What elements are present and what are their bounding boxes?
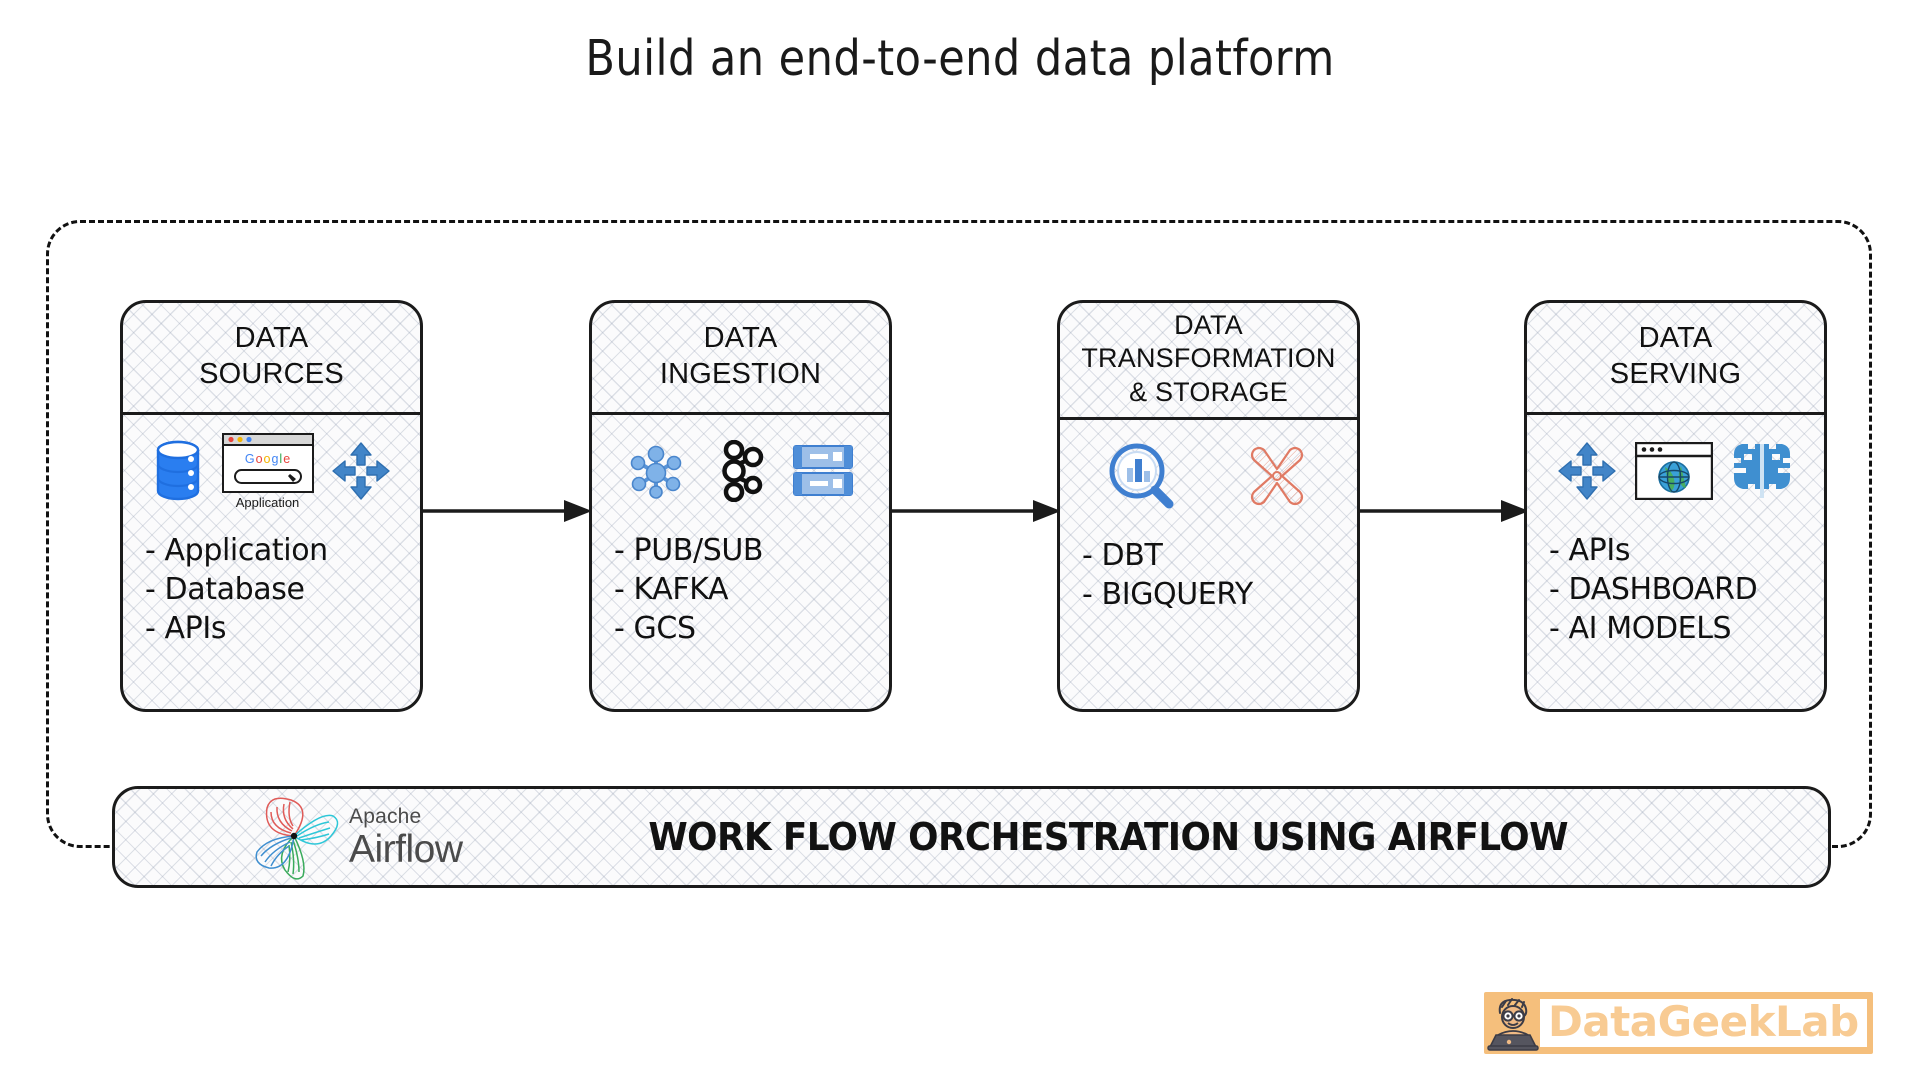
stage-header-line2: INGESTION	[659, 357, 822, 390]
stage-data-ingestion[interactable]: DATA INGESTION	[589, 300, 892, 712]
list-item: - AI MODELS	[1549, 611, 1732, 646]
watermark: DataGeekLab	[1484, 992, 1873, 1054]
airflow-brand-name: Airflow	[349, 827, 463, 871]
stage-header-data-serving: DATA SERVING	[1527, 303, 1824, 415]
kafka-icon	[709, 440, 769, 502]
stage-header-line1: DATA	[1638, 321, 1713, 354]
workflow-orchestration-bar[interactable]: Apache Airflow WORK FLOW ORCHESTRATION U…	[112, 786, 1831, 888]
list-item: - KAFKA	[614, 572, 729, 607]
bullet-list-data-transformation: - DBT - BIGQUERY	[1060, 532, 1357, 709]
list-item: - BIGQUERY	[1082, 577, 1253, 613]
four-way-arrows-icon	[331, 441, 391, 501]
bullet-list-data-serving: - APIs - DASHBOARD - AI MODELS	[1527, 527, 1824, 709]
database-icon	[152, 439, 204, 503]
gcs-server-icon	[790, 443, 856, 499]
list-item: - DBT	[1082, 538, 1163, 574]
list-item: - Application	[145, 533, 328, 568]
stage-body-data-sources: Google Application	[123, 415, 420, 709]
airflow-logo: Apache Airflow	[115, 792, 463, 882]
stage-data-sources[interactable]: DATA SOURCES	[120, 300, 423, 712]
icon-row-data-sources: Google Application	[123, 415, 420, 527]
stage-header-line2: TRANSFORMATION	[1081, 343, 1336, 374]
stage-header-line3: & STORAGE	[1129, 376, 1288, 407]
bullet-list-data-sources: - Application - Database - APIs	[123, 527, 420, 709]
page-title: Build an end-to-end data platform	[585, 30, 1335, 87]
orchestration-label: WORK FLOW ORCHESTRATION USING AIRFLOW	[647, 815, 1568, 859]
dbt-pinwheel-icon	[1244, 443, 1310, 509]
list-item: - APIs	[145, 611, 227, 646]
list-item: - GCS	[614, 611, 696, 646]
list-item: - PUB/SUB	[614, 533, 764, 568]
icon-row-data-serving	[1527, 415, 1824, 527]
arrow-connector-ingestion-to-transformation	[889, 500, 1061, 522]
application-icon-caption: Application	[235, 494, 300, 510]
bullet-list-data-ingestion: - PUB/SUB - KAFKA - GCS	[592, 527, 889, 709]
browser-globe-icon	[1634, 442, 1713, 500]
stage-data-transformation-storage[interactable]: DATA TRANSFORMATION & STORAGE	[1057, 300, 1360, 712]
icon-row-data-ingestion	[592, 415, 889, 527]
google-application-browser-icon: Google Application	[221, 432, 314, 510]
svg-text:Google: Google	[244, 452, 290, 466]
list-item: - Database	[145, 572, 305, 607]
stage-header-data-ingestion: DATA INGESTION	[592, 303, 889, 415]
watermark-text: DataGeekLab	[1540, 998, 1867, 1048]
list-item: - APIs	[1549, 533, 1631, 568]
stage-body-data-ingestion: - PUB/SUB - KAFKA - GCS	[592, 415, 889, 709]
stage-header-data-transformation: DATA TRANSFORMATION & STORAGE	[1060, 303, 1357, 421]
geek-at-laptop-icon	[1486, 995, 1540, 1051]
arrow-connector-sources-to-ingestion	[420, 500, 592, 522]
four-way-arrows-icon	[1557, 441, 1617, 501]
arrow-connector-transformation-to-serving	[1357, 500, 1529, 522]
airflow-brand-apache: Apache	[349, 804, 422, 828]
stage-header-line1: DATA	[703, 321, 778, 354]
stage-header-line2: SOURCES	[199, 357, 344, 390]
stage-header-data-sources: DATA SOURCES	[123, 303, 420, 415]
icon-row-data-transformation	[1060, 420, 1357, 532]
bigquery-magnifier-icon	[1107, 442, 1175, 510]
stage-header-line1: DATA	[1174, 310, 1243, 340]
stage-header-line1: DATA	[234, 321, 309, 354]
stage-body-data-transformation: - DBT - BIGQUERY	[1060, 420, 1357, 709]
stage-body-data-serving: - APIs - DASHBOARD - AI MODELS	[1527, 415, 1824, 709]
stage-data-serving[interactable]: DATA SERVING	[1524, 300, 1827, 712]
stage-header-line2: SERVING	[1609, 357, 1742, 390]
list-item: - DASHBOARD	[1549, 572, 1758, 607]
ai-brain-icon	[1730, 440, 1794, 502]
airflow-wordmark: Apache Airflow	[349, 806, 463, 869]
apache-airflow-pinwheel-icon	[247, 792, 343, 882]
pubsub-node-network-icon	[625, 440, 687, 502]
